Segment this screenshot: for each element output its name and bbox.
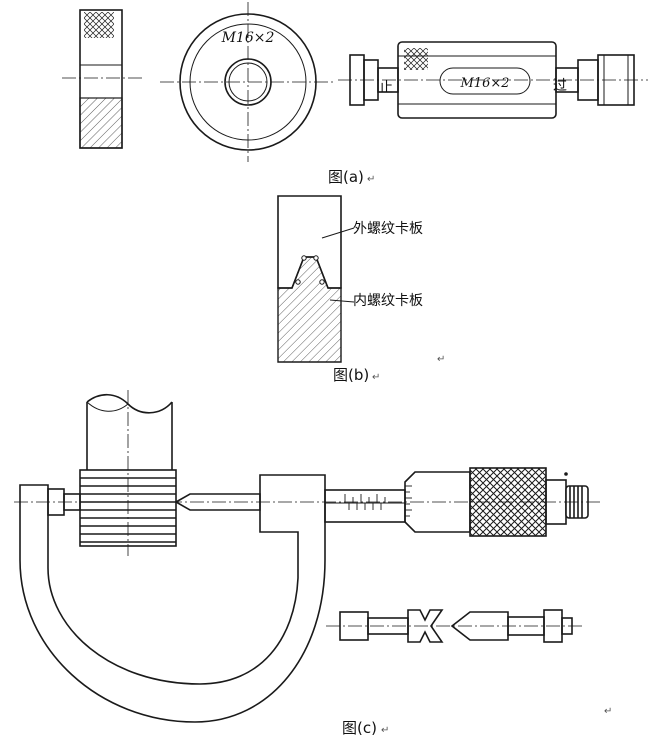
contact-point — [319, 279, 325, 285]
figure-b-caption: 图(b) — [333, 366, 369, 384]
plug-gauge: M16×2 止 过 — [338, 41, 648, 119]
return-mark: ↵ — [437, 354, 445, 365]
figure-c: 图(c) ↵ ↵ — [14, 390, 612, 737]
contact-point — [301, 255, 307, 261]
return-mark: ↵ — [367, 174, 375, 185]
figure-c-caption: 图(c) — [342, 719, 377, 737]
measuring-tips-detail — [326, 609, 584, 643]
figure-a-caption: 图(a) — [328, 168, 364, 186]
contact-point — [313, 255, 319, 261]
leader-line — [329, 299, 355, 303]
ratchet-knob — [564, 472, 589, 519]
inner-thread-plate — [277, 256, 342, 363]
ring-gauge-side-view — [62, 9, 145, 149]
return-mark: ↵ — [381, 725, 389, 736]
threaded-workpiece — [79, 390, 177, 556]
sleeve-scale — [324, 489, 406, 523]
figure-b: 外螺纹卡板 内螺纹卡板 图(b) ↵ ↵ — [277, 195, 445, 384]
return-mark: ↵ — [372, 372, 380, 383]
outer-plate-label: 外螺纹卡板 — [353, 221, 423, 237]
v-anvil-tip — [407, 609, 444, 643]
nogo-end-label: 止 — [379, 80, 393, 96]
figure-a: M16×2 M16×2 止 过 图(a) ↵ — [62, 2, 648, 186]
ring-thread-marking: M16×2 — [221, 30, 275, 46]
ring-gauge-front-view: M16×2 — [160, 2, 336, 162]
inner-plate-label: 内螺纹卡板 — [353, 293, 423, 309]
go-end-label: 过 — [553, 78, 567, 94]
return-mark: ↵ — [604, 706, 612, 717]
leader-line — [321, 227, 355, 239]
contact-point — [295, 279, 301, 285]
plug-thread-marking: M16×2 — [459, 76, 509, 91]
